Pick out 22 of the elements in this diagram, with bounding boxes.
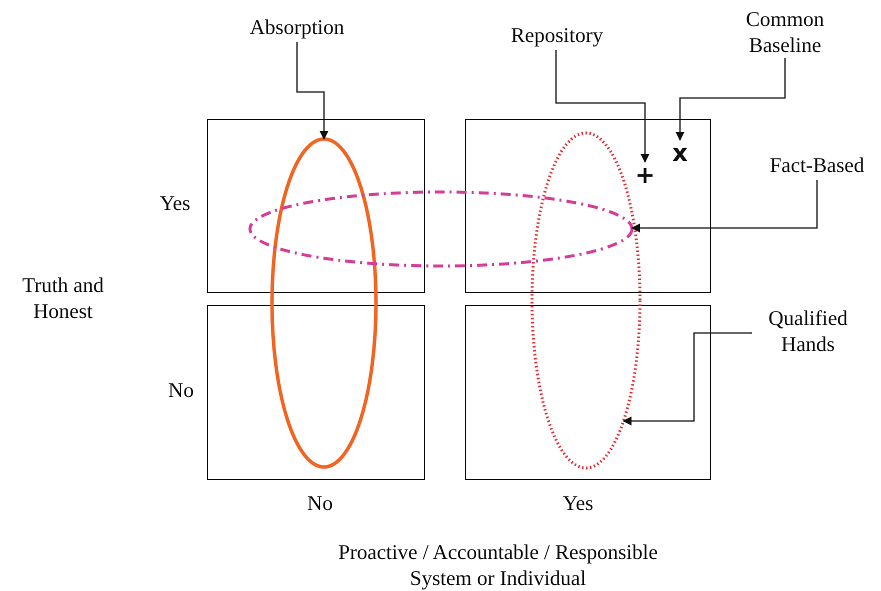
axis-title: Truth and Honest <box>21 272 105 324</box>
quadrant-box <box>207 119 425 293</box>
axis-tick-label: Yes <box>562 490 594 516</box>
axis-title: Proactive / Accountable / Responsible System or Individual <box>337 539 659 591</box>
axis-tick-label: No <box>167 377 195 403</box>
leader-arrow <box>676 58 786 141</box>
axis-tick-label: Yes <box>158 190 192 216</box>
callout-label: Qualified Hands <box>752 305 864 357</box>
marker-symbol: x <box>669 140 691 168</box>
marker-symbol: + <box>634 162 656 190</box>
quadrant-box <box>207 305 425 480</box>
leader-arrow <box>622 332 752 426</box>
callout-label: Fact-Based <box>752 152 881 180</box>
callout-label: Absorption <box>232 14 362 42</box>
quadrant-box <box>465 119 711 293</box>
quadrant-box <box>465 305 711 480</box>
leader-arrow <box>631 180 818 232</box>
leader-arrow <box>555 50 650 163</box>
leader-arrow <box>296 42 328 140</box>
callout-label: Repository <box>492 22 622 50</box>
axis-tick-label: No <box>306 490 334 516</box>
callout-label: Common Baseline <box>726 6 844 58</box>
